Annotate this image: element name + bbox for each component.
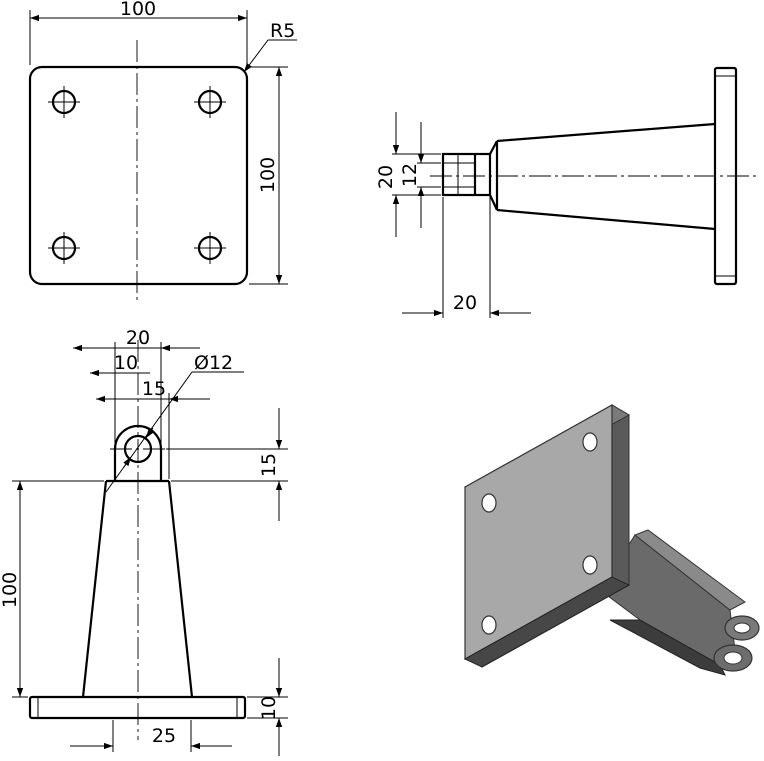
dim-front-base: 10 — [247, 658, 288, 756]
dim-radius-text: R5 — [270, 20, 295, 42]
dim-radius: R5 — [243, 20, 297, 73]
dim-front-bottom: 25 — [70, 720, 232, 752]
dim-front-lug-height-text: 15 — [258, 453, 280, 477]
dim-front-span: 20 — [73, 327, 200, 447]
front-base — [28, 695, 247, 720]
plate-outline — [28, 65, 249, 286]
isometric-view — [463, 403, 760, 676]
dim-front-offset: 10 — [90, 352, 150, 377]
dim-front-height: 100 — [0, 480, 104, 698]
hole-top-left — [48, 86, 80, 118]
dim-front-base-text: 10 — [258, 696, 280, 720]
dim-top-height-text: 100 — [257, 157, 279, 193]
dim-side-outer-text: 20 — [375, 165, 397, 189]
dim-front-lug: 15 — [96, 378, 210, 479]
dim-front-height-text: 100 — [0, 572, 21, 608]
plate-holes — [48, 86, 226, 264]
dim-front-hole-text: Ø12 — [194, 352, 233, 374]
side-view: 20 12 20 — [375, 66, 760, 318]
iso-plate-holes — [481, 432, 598, 635]
dim-front-bottom-text: 25 — [152, 725, 176, 747]
dim-front-lug-text: 15 — [142, 378, 166, 400]
side-fork — [441, 152, 492, 197]
hole-bottom-left — [48, 232, 80, 264]
hole-bottom-right — [194, 232, 226, 264]
hole-top-right — [194, 86, 226, 118]
dim-front-lug-height: 15 — [166, 408, 288, 521]
dim-top-width: 100 — [29, 0, 248, 65]
front-view: 20 10 Ø12 15 15 — [0, 327, 288, 756]
dim-side-boss-text: 20 — [453, 292, 477, 314]
dim-front-span-text: 20 — [126, 327, 150, 349]
iso-lugs — [713, 615, 760, 672]
dim-side-inner: 12 — [399, 122, 441, 228]
dim-side-boss: 20 — [402, 197, 531, 318]
dim-front-hole: Ø12 — [105, 352, 244, 493]
dim-front-offset-text: 10 — [114, 352, 138, 374]
dim-side-inner-text: 12 — [399, 163, 421, 187]
dim-top-width-text: 100 — [120, 0, 156, 20]
dim-top-height: 100 — [249, 66, 288, 285]
dim-side-outer: 20 — [375, 112, 441, 237]
top-view: 100 100 R5 — [28, 0, 297, 302]
